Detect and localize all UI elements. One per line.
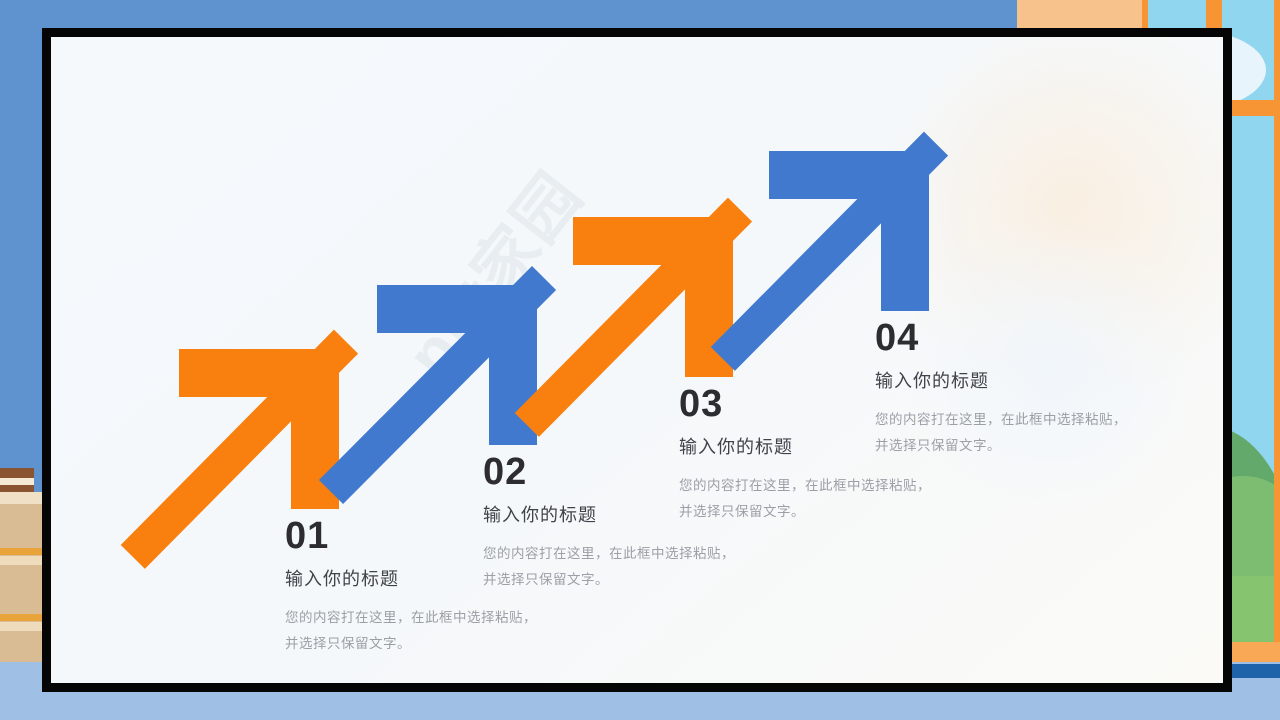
arrowhead-corner	[881, 151, 929, 199]
step-title: 输入你的标题	[483, 505, 597, 525]
step-label-02: 02 输入你的标题您的内容打在这里，在此框中选择粘贴， 并选择只保留文字。	[483, 453, 783, 594]
arrowhead-corner	[489, 285, 537, 333]
step-number: 04	[875, 317, 920, 359]
glow-overlay-cool	[903, 217, 1203, 517]
step-body: 您的内容打在这里，在此框中选择粘贴， 并选择只保留文字。	[679, 473, 979, 526]
step-body-line-1: 您的内容打在这里，在此框中选择粘贴，	[483, 546, 735, 561]
step-body: 您的内容打在这里，在此框中选择粘贴， 并选择只保留文字。	[285, 605, 585, 658]
step-body-line-2: 并选择只保留文字。	[285, 636, 411, 652]
step-body-line-1: 您的内容打在这里，在此框中选择粘贴，	[285, 610, 537, 625]
step-body: 您的内容打在这里，在此框中选择粘贴， 并选择只保留文字。	[875, 407, 1175, 460]
step-body-line-2: 并选择只保留文字。	[483, 572, 609, 588]
step-label-01: 01 输入你的标题您的内容打在这里，在此框中选择粘贴， 并选择只保留文字。	[285, 517, 585, 658]
step-number: 02	[483, 451, 528, 493]
step-number: 01	[285, 515, 330, 557]
step-body-line-2: 并选择只保留文字。	[679, 504, 805, 520]
step-body-line-2: 并选择只保留文字。	[875, 438, 1001, 454]
step-label-04: 04 输入你的标题您的内容打在这里，在此框中选择粘贴， 并选择只保留文字。	[875, 319, 1175, 460]
arrowhead-corner	[685, 217, 733, 265]
step-body: 您的内容打在这里，在此框中选择粘贴， 并选择只保留文字。	[483, 541, 783, 594]
step-title: 输入你的标题	[875, 371, 989, 391]
step-title: 输入你的标题	[285, 569, 399, 589]
step-number: 03	[679, 383, 724, 425]
arrowhead-corner	[291, 349, 339, 397]
step-title: 输入你的标题	[679, 437, 793, 457]
mug-band-shape	[0, 478, 34, 485]
step-body-line-1: 您的内容打在这里，在此框中选择粘贴，	[875, 412, 1127, 427]
step-label-03: 03 输入你的标题您的内容打在这里，在此框中选择粘贴， 并选择只保留文字。	[679, 385, 979, 526]
step-body-line-1: 您的内容打在这里，在此框中选择粘贴，	[679, 478, 931, 493]
